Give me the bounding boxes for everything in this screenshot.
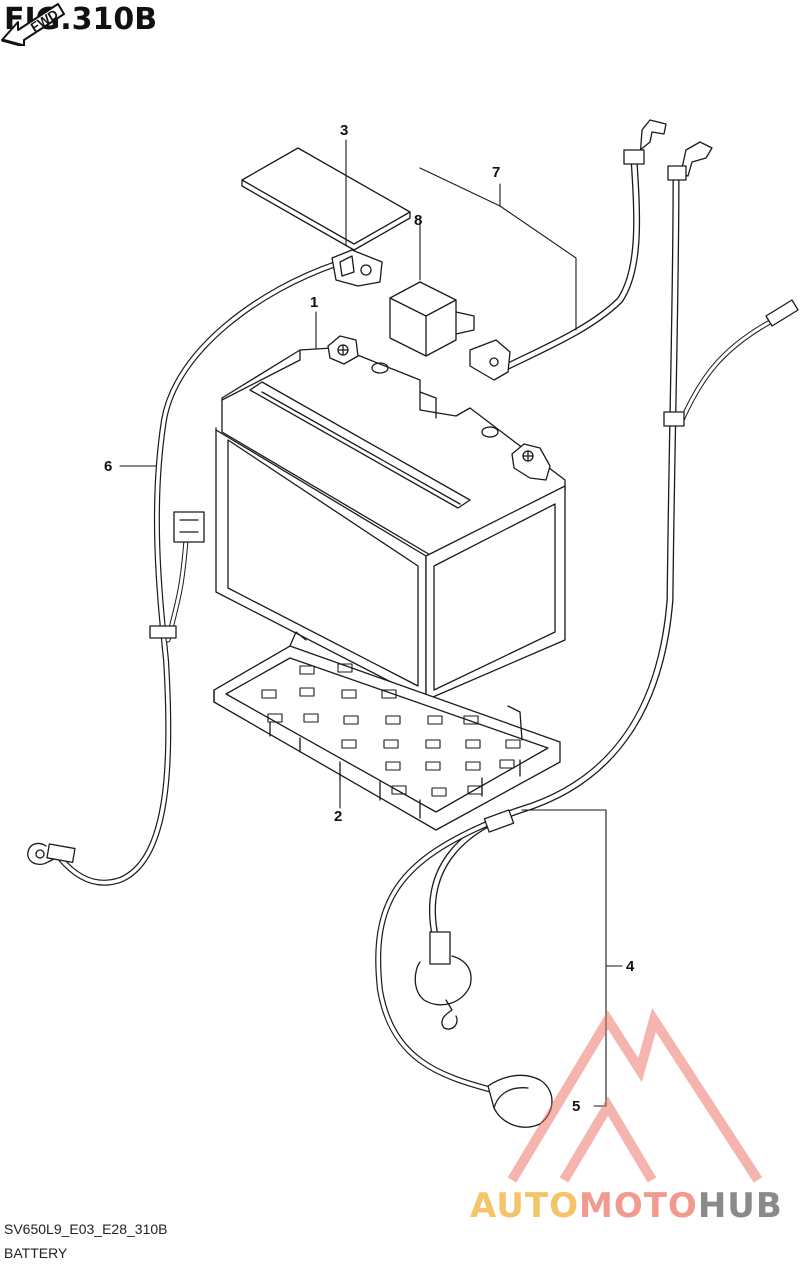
callout-8: 8: [414, 212, 423, 229]
watermark-part-a: AUTO: [470, 1186, 579, 1226]
watermark-text: AUTOMOTOHUB: [470, 1186, 783, 1226]
figure-code: SV650L9_E03_E28_310B: [4, 1221, 168, 1237]
fwd-arrow-icon: FWD: [1, 3, 65, 46]
part-3-sheet: [241, 147, 411, 251]
part-2-battery-tray: [213, 631, 561, 831]
watermark-part-b: MOTO: [578, 1186, 698, 1226]
callout-2: 2: [334, 808, 343, 825]
part-7-positive-cable: [469, 119, 667, 381]
part-6-negative-cable: [27, 249, 383, 886]
battery-terminal-positive: [511, 443, 551, 481]
callout-1: 1: [310, 294, 319, 311]
battery-terminal-negative: [327, 335, 359, 365]
callout-6: 6: [104, 458, 113, 475]
part-1-battery: [215, 335, 566, 701]
callout-5: 5: [572, 1098, 581, 1115]
callout-7: 7: [492, 164, 501, 181]
part-4-cable: [414, 141, 799, 1030]
part-8-terminal-cover: [389, 281, 475, 357]
watermark-part-c: HUB: [697, 1186, 783, 1226]
callout-4: 4: [626, 958, 635, 975]
figure-caption: BATTERY: [4, 1245, 68, 1261]
callout-3: 3: [340, 122, 349, 139]
